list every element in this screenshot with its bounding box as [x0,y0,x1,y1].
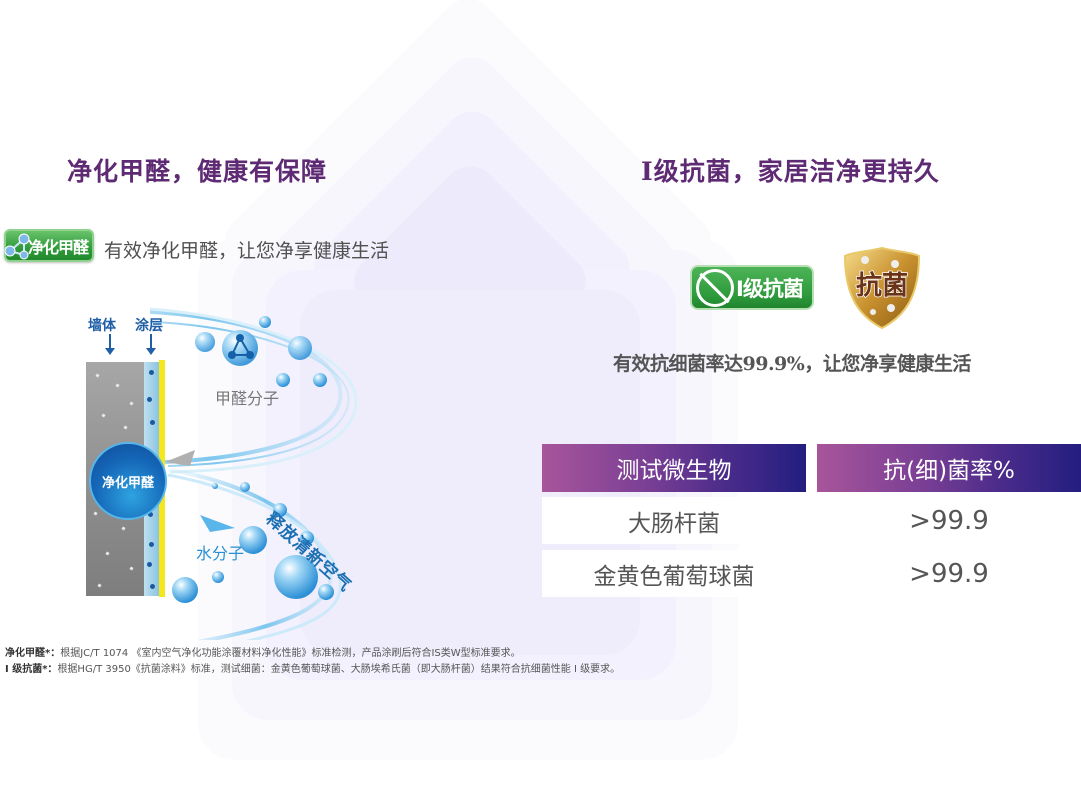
antibacterial-description: 有效抗细菌率达99.9%，让您净享健康生活 [613,353,971,375]
purify-formaldehyde-badge: 净化甲醛 [4,229,94,262]
badge-label: I级抗菌 [736,276,804,301]
badge-label: 净化甲醛 [27,237,89,257]
table-cell-rate: >99.9 [909,558,989,589]
footnotes: 净化甲醛*：根据JC/T 1074 《室内空气净化功能涂覆材料净化性能》标准检测… [5,646,620,678]
footnote-formaldehyde: 净化甲醛*：根据JC/T 1074 《室内空气净化功能涂覆材料净化性能》标准检测… [5,646,620,662]
svg-text:抗菌: 抗菌 [856,270,908,301]
table-cell-rate: >99.9 [909,505,989,536]
footnote-text: 根据JC/T 1074 《室内空气净化功能涂覆材料净化性能》标准检测，产品涂刷后… [60,648,521,659]
arrow-down-icon [105,334,115,355]
coating-label: 涂层 [135,318,163,334]
arrow-down-icon [146,334,156,355]
water-molecule-label: 水分子 [196,544,245,563]
table-cell-microbe: 金黄色葡萄球菌 [542,550,806,597]
footnote-antibacterial: I 级抗菌*：根据HG/T 3950《抗菌涂料》标准，测试细菌：金黄色葡萄球菌、… [5,662,620,678]
purify-core-circle: 净化甲醛 [89,442,167,520]
formaldehyde-heading: 净化甲醛，健康有保障 [67,157,328,186]
shield-icon: 抗菌 [843,246,921,330]
antibacterial-heading: I级抗菌，家居洁净更持久 [641,157,940,186]
no-bacteria-icon [696,268,734,307]
level-one-antibacterial-badge: I级抗菌 [690,265,814,310]
table-cell-microbe: 大肠杆菌 [542,497,806,544]
wall-label: 墙体 [88,318,116,334]
formaldehyde-molecule-label: 甲醛分子 [215,389,280,408]
footnote-text: 根据HG/T 3950《抗菌涂料》标准，测试细菌：金黄色葡萄球菌、大肠埃希氏菌（… [57,664,621,675]
molecule-icon [4,233,30,260]
airflow-swoosh-graphic [150,307,358,640]
table-header-rate: 抗(细)菌率% [817,444,1081,492]
footnote-label: I 级抗菌*： [5,664,58,675]
formaldehyde-description: 有效净化甲醛，让您净享健康生活 [104,240,390,262]
table-header-microbe: 测试微生物 [542,444,806,492]
footnote-label: 净化甲醛*： [5,648,61,659]
